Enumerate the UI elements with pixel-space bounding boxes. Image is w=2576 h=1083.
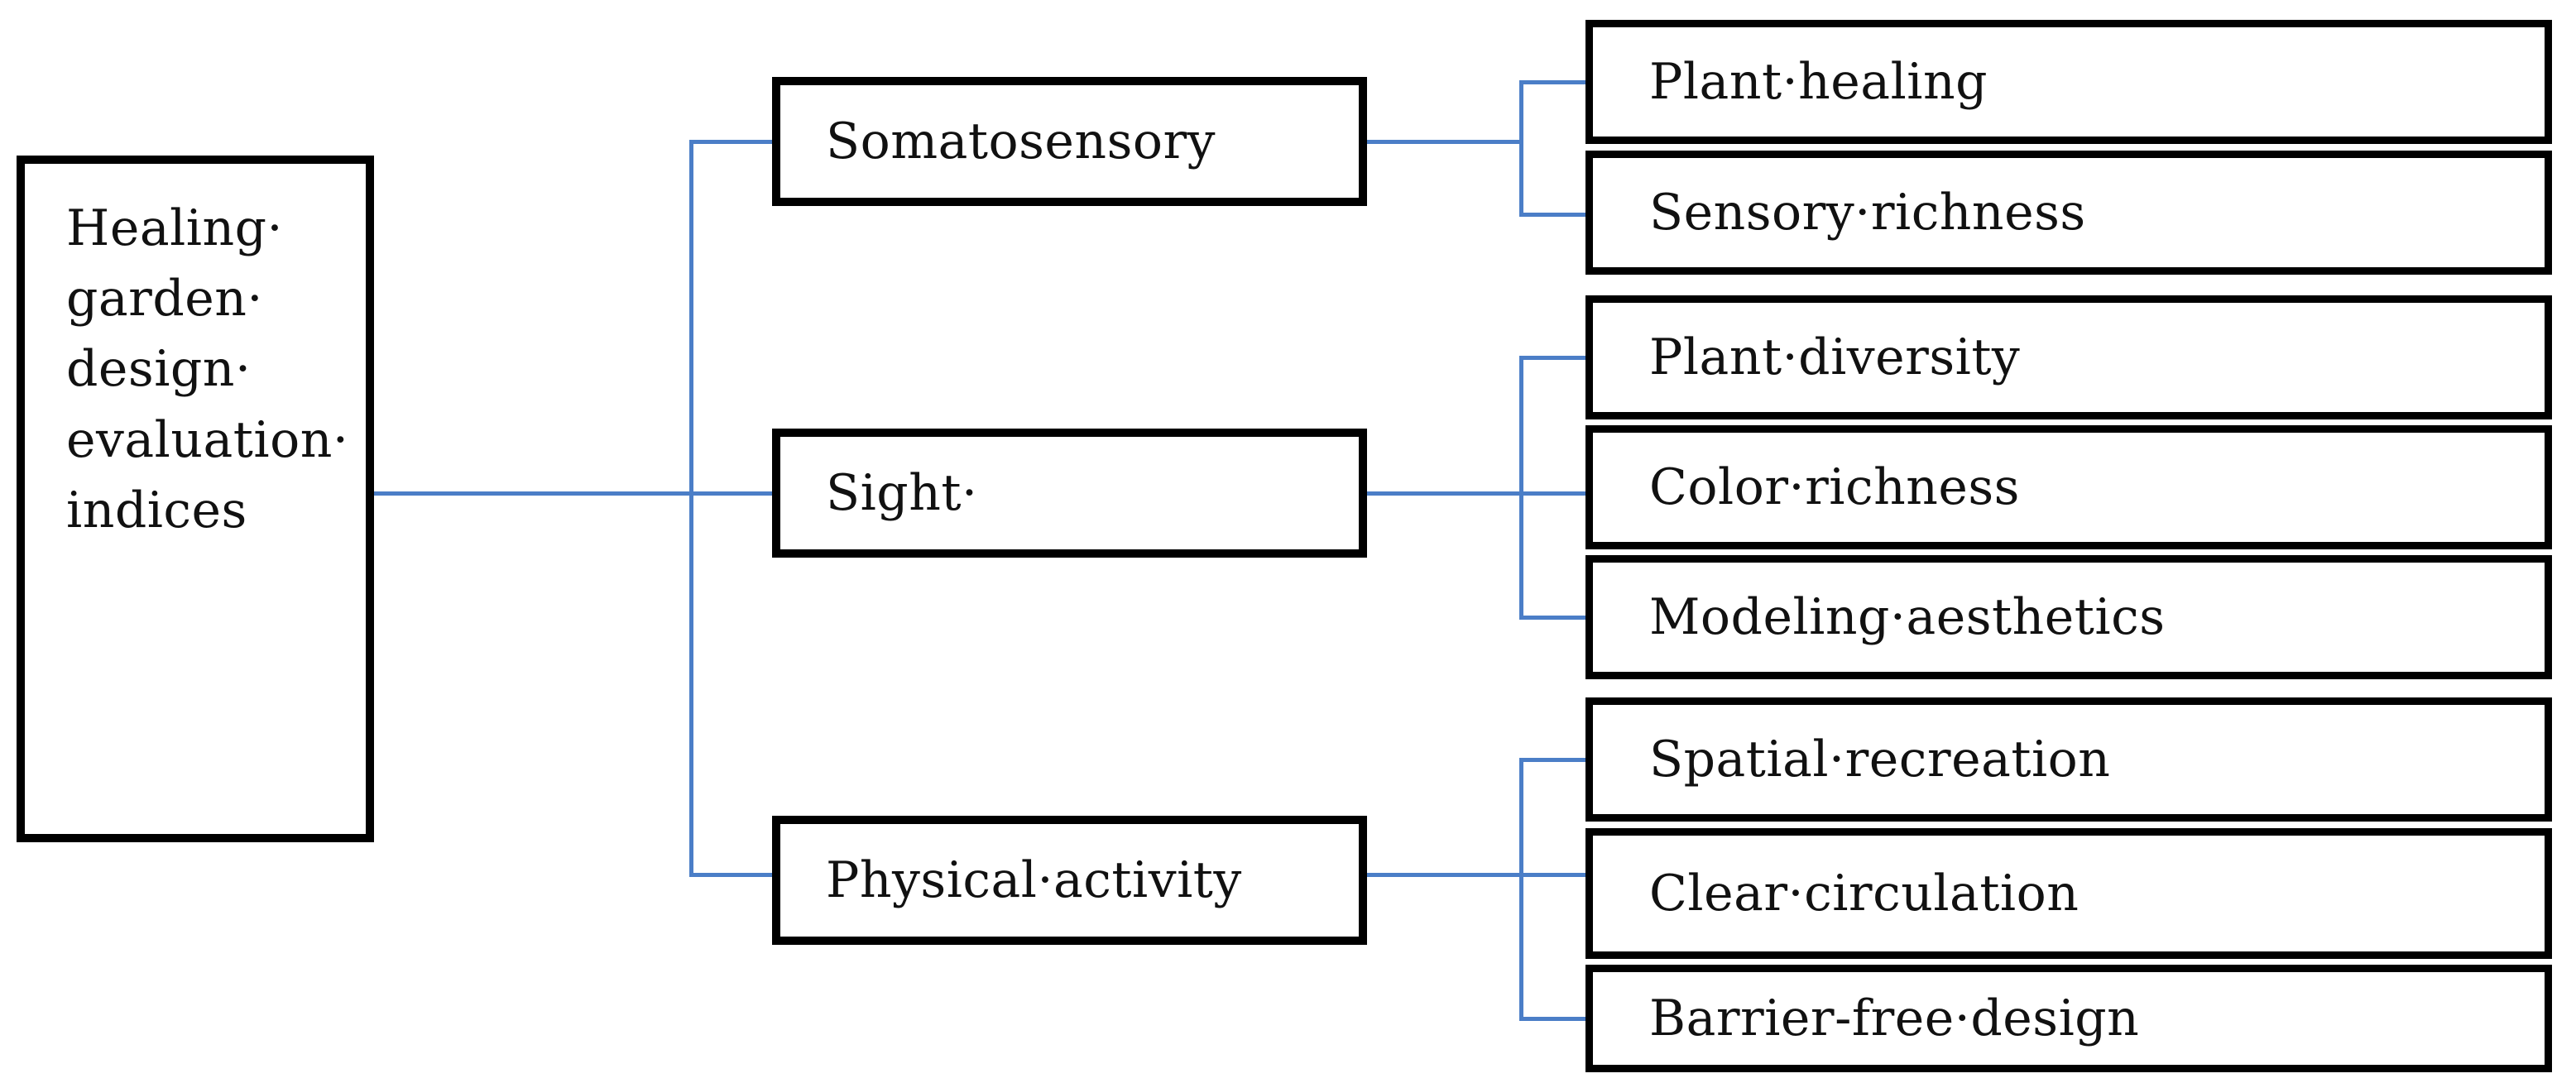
connector-bracket2-to-plant-diversity <box>1519 356 1585 360</box>
leaf-box-modeling-aesthetics: Modeling·aesthetics <box>1585 555 2552 679</box>
leaf-label-plant-healing: Plant·healing <box>1649 52 1988 111</box>
branch-label-somatosensory: Somatosensory <box>826 112 1216 170</box>
leaf-label-clear-circulation: Clear·circulation <box>1649 864 2080 922</box>
leaf-label-plant-diversity: Plant·diversity <box>1649 328 2021 386</box>
connector-root-to-trunk <box>374 491 772 496</box>
branch-box-physical-activity: Physical·activity <box>772 816 1367 945</box>
root-label: Healing· garden· design· evaluation· ind… <box>66 199 349 539</box>
connector-bracket3-vertical <box>1519 758 1523 1021</box>
leaf-label-barrier-free-design: Barrier-free·design <box>1649 989 2140 1047</box>
branch-box-sight: Sight· <box>772 429 1367 558</box>
leaf-box-clear-circulation: Clear·circulation <box>1585 828 2552 959</box>
leaf-box-plant-diversity: Plant·diversity <box>1585 295 2552 419</box>
connector-trunk-vertical <box>689 140 693 877</box>
connector-somatosensory-to-bracket <box>1367 140 1523 144</box>
connector-bracket2-to-modeling-aesthetics <box>1519 616 1585 620</box>
connector-bracket1-vertical <box>1519 80 1523 217</box>
connector-bracket1-to-sensory-richness <box>1519 213 1585 217</box>
connector-sight-to-color-richness <box>1367 491 1585 496</box>
connector-trunk-to-somatosensory <box>689 140 772 144</box>
leaf-box-barrier-free-design: Barrier-free·design <box>1585 965 2552 1072</box>
connector-trunk-to-physical-activity <box>689 873 772 877</box>
leaf-label-sensory-richness: Sensory·richness <box>1649 183 2086 242</box>
branch-label-sight: Sight· <box>826 463 978 522</box>
leaf-box-spatial-recreation: Spatial·recreation <box>1585 697 2552 822</box>
leaf-box-color-richness: Color·richness <box>1585 425 2552 549</box>
connector-bracket2-vertical <box>1519 356 1523 620</box>
leaf-label-color-richness: Color·richness <box>1649 458 2020 516</box>
leaf-box-sensory-richness: Sensory·richness <box>1585 151 2552 275</box>
branch-box-somatosensory: Somatosensory <box>772 77 1367 206</box>
root-box-healing-garden-design-evaluation-indices: Healing· garden· design· evaluation· ind… <box>17 156 374 842</box>
leaf-label-modeling-aesthetics: Modeling·aesthetics <box>1649 587 2166 646</box>
connector-bracket3-to-spatial-recreation <box>1519 758 1585 762</box>
branch-label-physical-activity: Physical·activity <box>826 851 1242 909</box>
connector-bracket3-to-barrier-free-design <box>1519 1017 1585 1021</box>
connector-physical-to-clear-circulation <box>1367 873 1585 877</box>
leaf-label-spatial-recreation: Spatial·recreation <box>1649 730 2111 788</box>
leaf-box-plant-healing: Plant·healing <box>1585 20 2552 144</box>
connector-bracket1-to-plant-healing <box>1519 80 1585 84</box>
